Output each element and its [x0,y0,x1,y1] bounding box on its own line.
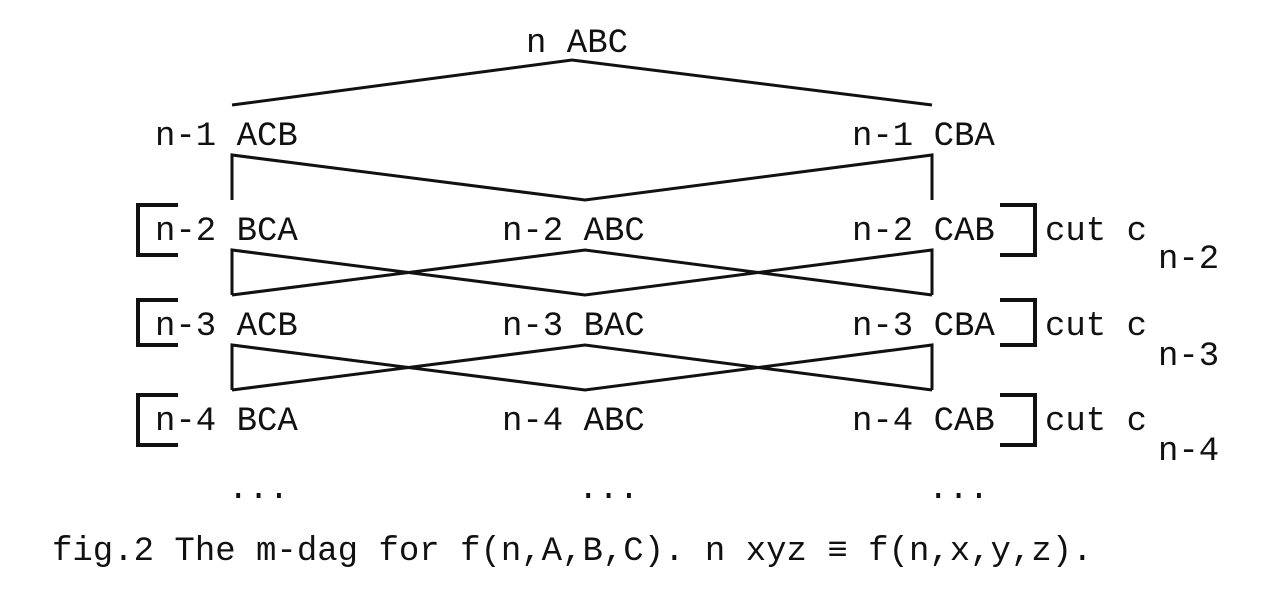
cut-subscript: n-2 [1158,241,1219,279]
edge-level3-to-level4-a [230,343,934,392]
cut-subscript: n-4 [1158,433,1219,471]
node-level1-right: n-1 CBA [852,118,995,156]
ellipsis-mid: ... [578,471,639,509]
right-bracket-n-3 [1000,298,1037,347]
left-bracket-n-3 [136,298,178,347]
node-level3-left: n-3 ACB [155,308,298,346]
cut-label-n-3: cut c n-3 [1045,308,1219,376]
edge-level1-to-level2 [230,153,934,202]
node-level2-right: n-2 CAB [852,213,995,251]
node-labels: n ABC n-1 ACB n-1 CBA n-2 BCA n-2 ABC n-… [155,25,995,441]
edge-level2-to-level3-a [230,248,934,297]
edge-root-to-level1 [231,58,933,107]
cut-label-n-4: cut c n-4 [1045,403,1219,471]
edge-level3-to-level4-b [231,343,933,392]
node-level2-mid: n-2 ABC [502,213,645,251]
node-level4-mid: n-4 ABC [502,403,645,441]
cut-labels: cut c n-2 cut c n-3 cut c n-4 [1045,213,1219,471]
cut-text: cut c [1045,213,1147,251]
edge-level2-to-level3-b [231,248,933,297]
left-bracket-n-4 [136,393,178,447]
cut-subscript: n-3 [1158,338,1219,376]
node-level4-left: n-4 BCA [155,403,298,441]
right-bracket-n-2 [1000,203,1037,257]
dag-edges [230,58,934,392]
cut-brackets [136,203,1037,447]
cut-text: cut c [1045,308,1147,346]
node-level1-left: n-1 ACB [155,118,298,156]
node-level4-right: n-4 CAB [852,403,995,441]
ellipsis-left: ... [228,471,289,509]
continuation-dots: ... ... ... [228,471,989,509]
node-level2-left: n-2 BCA [155,213,298,251]
figure-caption: fig.2 The m-dag for f(n,A,B,C). n xyz ≡ … [52,533,1093,571]
node-level3-mid: n-3 BAC [502,308,645,346]
node-root: n ABC [526,25,628,63]
node-level3-right: n-3 CBA [852,308,995,346]
left-bracket-n-2 [136,203,178,257]
cut-label-n-2: cut c n-2 [1045,213,1219,279]
cut-text: cut c [1045,403,1147,441]
ellipsis-right: ... [928,471,989,509]
right-bracket-n-4 [1000,393,1037,447]
